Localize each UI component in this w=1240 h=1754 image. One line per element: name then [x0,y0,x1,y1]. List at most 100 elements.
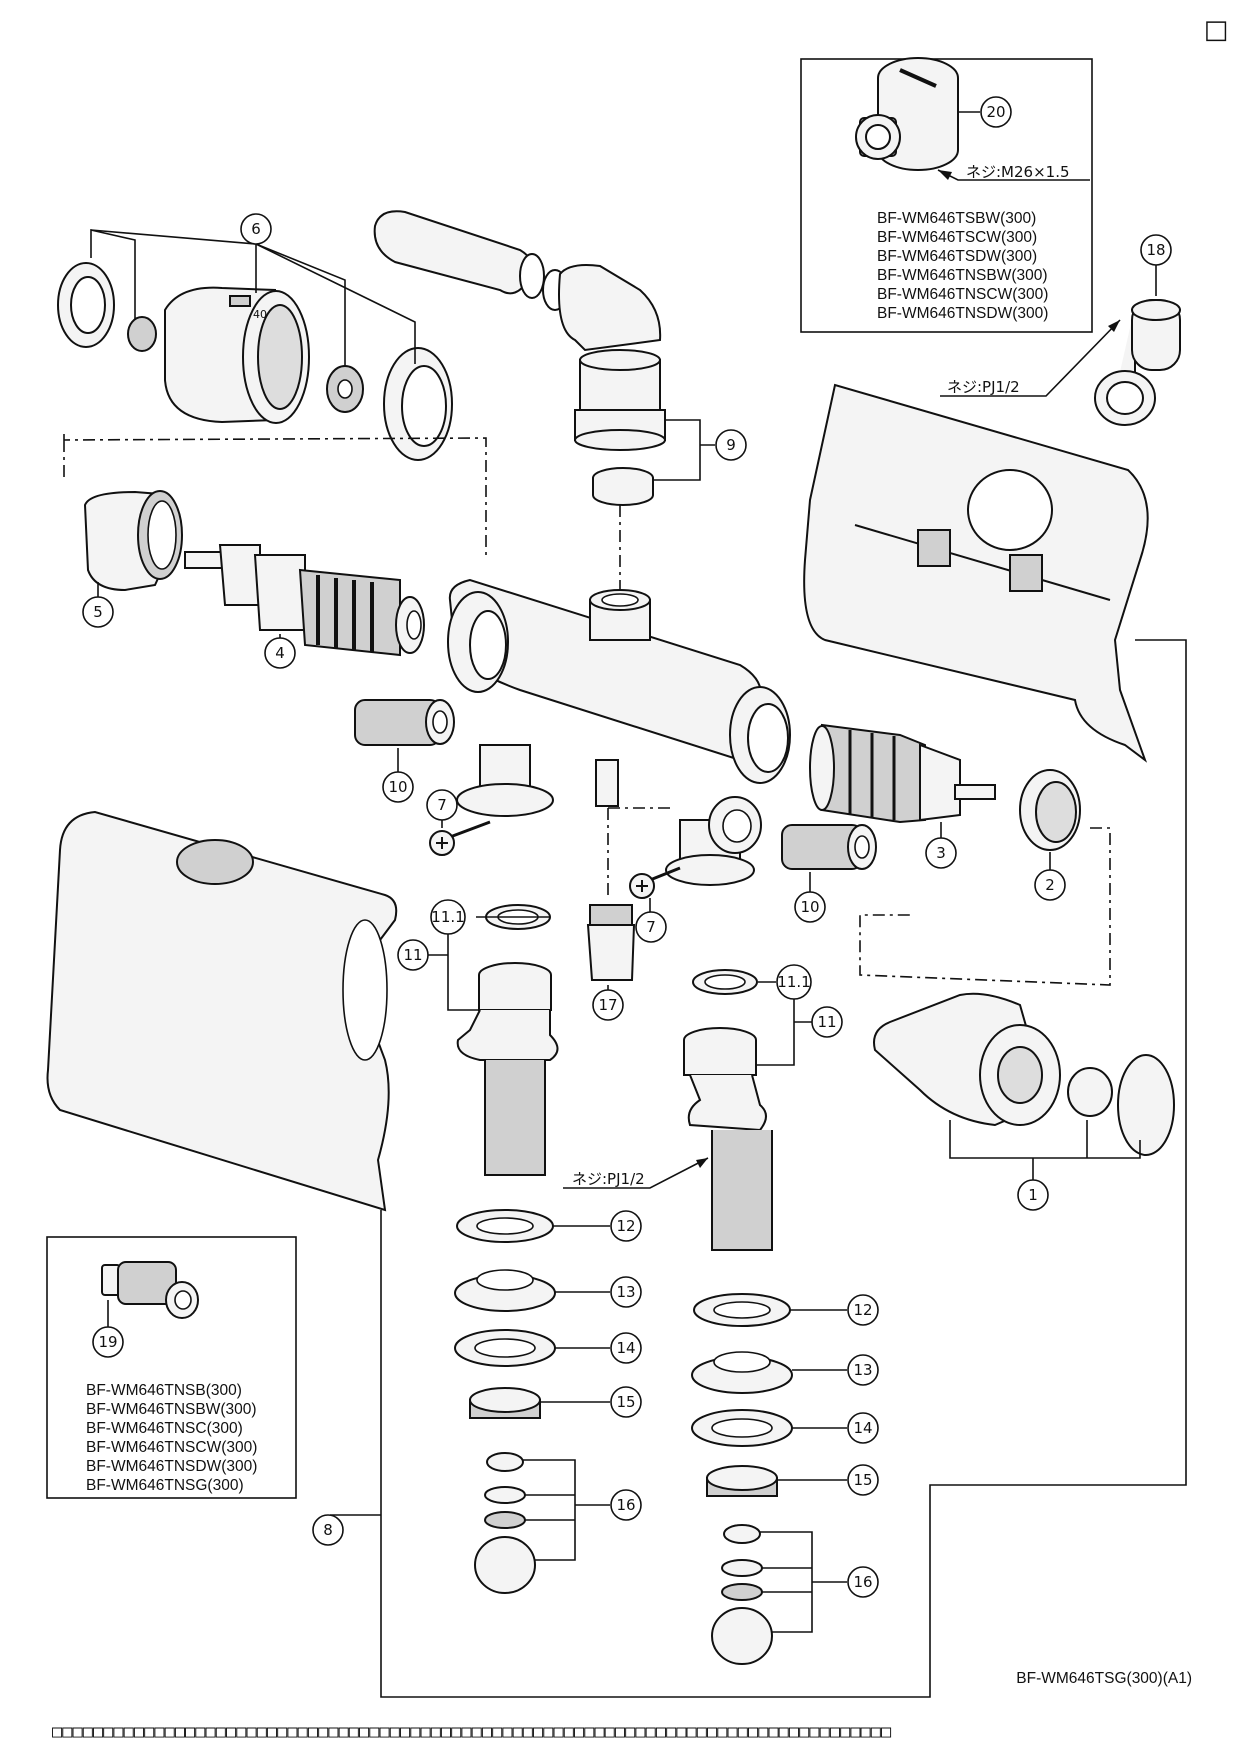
part-1-switch-handle [873,992,1175,1156]
svg-text:11.1: 11.1 [777,973,810,991]
svg-text:BF-WM646TNSCW(300): BF-WM646TNSCW(300) [877,286,1048,303]
variant-box-bottom-left: 19 BF-WM646TNSB(300) BF-WM646TNSBW(300) … [46,1236,297,1499]
svg-text:12: 12 [853,1301,872,1319]
part-10-check-valve-left [354,699,455,746]
callout-2: 2 [1034,869,1066,901]
svg-text:3: 3 [936,844,946,862]
callout-10-right: 10 [794,891,826,923]
svg-text:10: 10 [388,778,407,796]
svg-text:BF-WM646TNSDW(300): BF-WM646TNSDW(300) [877,305,1048,322]
callout-11-right: 11 [811,1006,843,1038]
callout-9: 9 [715,429,747,461]
svg-text:BF-WM646TNSBW(300): BF-WM646TNSBW(300) [86,1401,257,1418]
right-pipe-stack [683,969,793,1665]
part-4-thermostatic-cartridge [184,544,425,657]
svg-text:BF-WM646TNSCW(300): BF-WM646TNSCW(300) [86,1439,257,1456]
faucet-body [447,578,791,886]
svg-text:BF-WM646TNSBW(300): BF-WM646TNSBW(300) [877,267,1048,284]
callout-20: 20 [980,96,1012,128]
svg-text:8: 8 [323,1521,333,1539]
callout-18: 18 [1140,234,1172,266]
callout-12-right: 12 [847,1294,879,1326]
callout-6: 6 [240,213,272,245]
svg-text:13: 13 [616,1283,635,1301]
svg-text:6: 6 [251,220,261,238]
callout-11-1-right: 11.1 [776,964,812,1000]
svg-text:20: 20 [986,103,1005,121]
part-5-nut [83,490,183,592]
part-20-drawing [855,57,959,171]
callout-13-right: 13 [847,1354,879,1386]
svg-text:11: 11 [403,946,422,964]
callout-8: 8 [312,1514,344,1546]
part-2-nut [1019,769,1081,851]
part-19-drawing [101,1261,199,1319]
svg-text:16: 16 [616,1496,635,1514]
svg-text:15: 15 [616,1393,635,1411]
callout-14-right: 14 [847,1412,879,1444]
svg-text:16: 16 [853,1573,872,1591]
part-7-screw-right [629,866,681,899]
part-9-spout [373,210,666,506]
svg-text:5: 5 [93,603,103,621]
svg-text:12: 12 [616,1217,635,1235]
svg-text:18: 18 [1146,241,1165,259]
svg-text:BF-WM646TSBW(300): BF-WM646TSBW(300) [877,210,1036,227]
callout-3: 3 [925,837,957,869]
callout-13-left: 13 [610,1276,642,1308]
svg-text:BF-WM646TNSDW(300): BF-WM646TNSDW(300) [86,1458,257,1475]
svg-text:BF-WM646TSCW(300): BF-WM646TSCW(300) [877,229,1037,246]
model-list-bottom-left: BF-WM646TNSB(300) BF-WM646TNSBW(300) BF-… [86,1382,257,1494]
svg-text:11.1: 11.1 [431,908,464,926]
callout-5: 5 [82,596,114,628]
left-pipe-stack [454,904,559,1594]
svg-text:BF-WM646TNSG(300): BF-WM646TNSG(300) [86,1477,244,1494]
callout-11-1-left: 11.1 [430,899,466,935]
part-17-adapter [586,904,636,981]
callout-17: 17 [592,989,624,1021]
callout-16-left: 16 [610,1489,642,1521]
svg-text:BF-WM646TSDW(300): BF-WM646TSDW(300) [877,248,1037,265]
callout-15-left: 15 [610,1386,642,1418]
svg-text:BF-WM646TNSC(300): BF-WM646TNSC(300) [86,1420,243,1437]
callout-10-left: 10 [382,771,414,803]
diagram-model-label: BF-WM646TSG(300)(A1) [1016,1670,1192,1687]
callout-7-left: 7 [426,789,458,821]
svg-text:11: 11 [817,1013,836,1031]
callout-12-left: 12 [610,1210,642,1242]
svg-text:19: 19 [98,1333,117,1351]
svg-text:17: 17 [598,996,617,1014]
thread-label-pipe: ネジ:PJ1/2 [572,1170,645,1188]
callout-1: 1 [1017,1179,1049,1211]
svg-text:1: 1 [1028,1186,1038,1204]
callout-11-left: 11 [397,939,429,971]
svg-text:9: 9 [726,436,736,454]
variant-box-top-right: 20 ネジ:M26×1.5 BF-WM646TSBW(300) BF-WM646… [800,57,1093,333]
callout-15-right: 15 [847,1464,879,1496]
svg-text:15: 15 [853,1471,872,1489]
svg-text:40: 40 [253,308,267,321]
part-3-switch-cartridge [809,723,996,824]
svg-text:13: 13 [853,1361,872,1379]
part-18-elbow [1094,299,1181,426]
footer-placeholder-line: □□□□□□□□□□□□□□□□□□□□□□□□□□□□□□□□□□□□□□□□… [52,1722,892,1742]
callout-4: 4 [264,637,296,669]
svg-text:BF-WM646TNSB(300): BF-WM646TNSB(300) [86,1382,242,1399]
part-6-temperature-handle-set: 40 [57,262,453,461]
callout-19: 19 [92,1326,124,1358]
back-cover-plate [803,383,1149,763]
thread-label-m26: ネジ:M26×1.5 [966,163,1070,181]
callout-14-left: 14 [610,1332,642,1364]
part-10-check-valve-right [781,824,877,870]
svg-text:14: 14 [853,1419,872,1437]
svg-text:2: 2 [1045,876,1055,894]
part-8-body-cover [46,810,398,1212]
svg-text:7: 7 [646,918,656,936]
callout-7-right: 7 [635,911,667,943]
svg-text:4: 4 [275,644,285,662]
svg-text:7: 7 [437,796,447,814]
corner-box: □ [1204,15,1229,45]
model-list-top-right: BF-WM646TSBW(300) BF-WM646TSCW(300) BF-W… [877,210,1048,322]
svg-text:14: 14 [616,1339,635,1357]
